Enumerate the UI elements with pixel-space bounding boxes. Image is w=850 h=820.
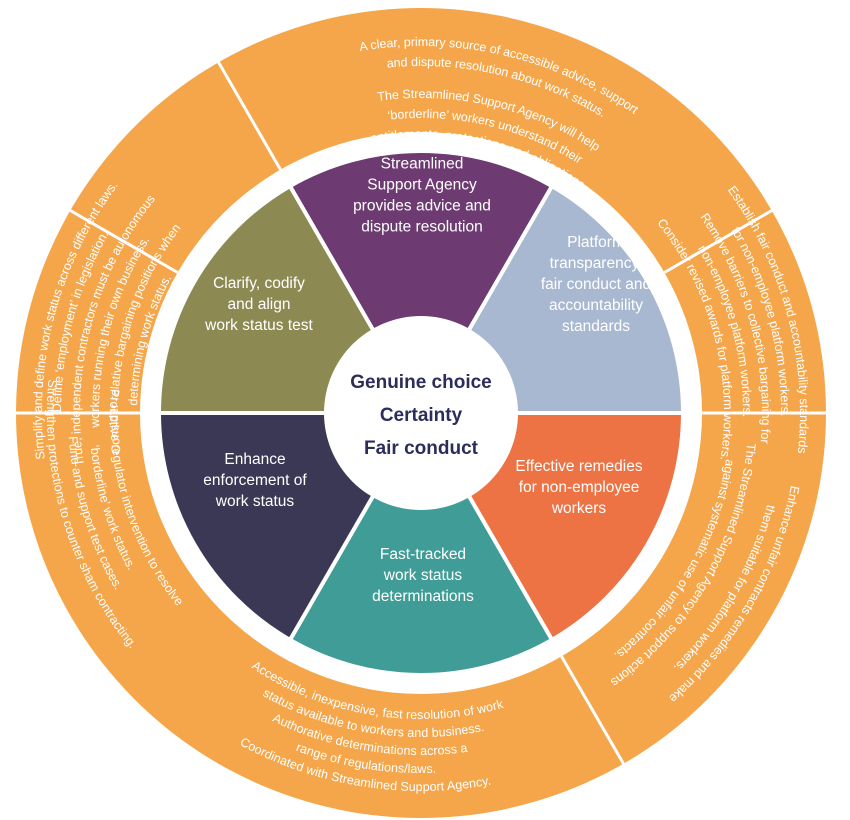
segment-label-support-agency: dispute resolution	[361, 219, 483, 236]
center-line-2: Certainty	[380, 405, 463, 426]
center-hub: Genuine choice Certainty Fair conduct	[324, 316, 518, 510]
segment-label-enforcement: work status	[215, 493, 295, 510]
outer-divider-line	[67, 208, 179, 274]
segment-label-clarify: and align	[228, 296, 291, 313]
segment-label-platform-transparency: Platform	[567, 234, 625, 251]
segment-label-support-agency: Support Agency	[367, 177, 477, 194]
segment-label-fast-tracked: determinations	[372, 588, 474, 605]
outer-divider-line	[663, 208, 775, 274]
segment-label-platform-transparency: accountability	[549, 297, 643, 314]
segment-label-clarify: Clarify, codify	[213, 275, 305, 292]
center-circle	[324, 316, 518, 510]
segment-label-clarify: work status test	[204, 317, 313, 334]
segment-label-effective-remedies: Effective remedies	[515, 458, 642, 475]
segment-label-enforcement: enforcement of	[203, 472, 307, 489]
segment-label-platform-transparency: fair conduct and	[541, 276, 651, 293]
segment-wedge-fast-tracked	[288, 411, 554, 677]
segment-label-support-agency: Streamlined	[381, 156, 464, 173]
segment-label-fast-tracked: Fast-tracked	[380, 546, 466, 563]
center-line-1: Genuine choice	[350, 372, 491, 393]
segment-label-enforcement: Enhance	[224, 451, 285, 468]
segment-label-fast-tracked: work status	[383, 567, 463, 584]
segment-label-platform-transparency: transparency,	[550, 255, 643, 272]
segment-label-support-agency: provides advice and	[353, 198, 491, 215]
segment-wedge-support-agency	[288, 149, 554, 415]
segment-label-effective-remedies: workers	[551, 500, 607, 517]
outer-divider-line	[216, 59, 282, 171]
segment-label-effective-remedies: for non-employee	[519, 479, 640, 496]
outer-divider-line	[560, 655, 626, 767]
segment-label-platform-transparency: standards	[562, 318, 630, 335]
center-line-3: Fair conduct	[364, 438, 479, 459]
